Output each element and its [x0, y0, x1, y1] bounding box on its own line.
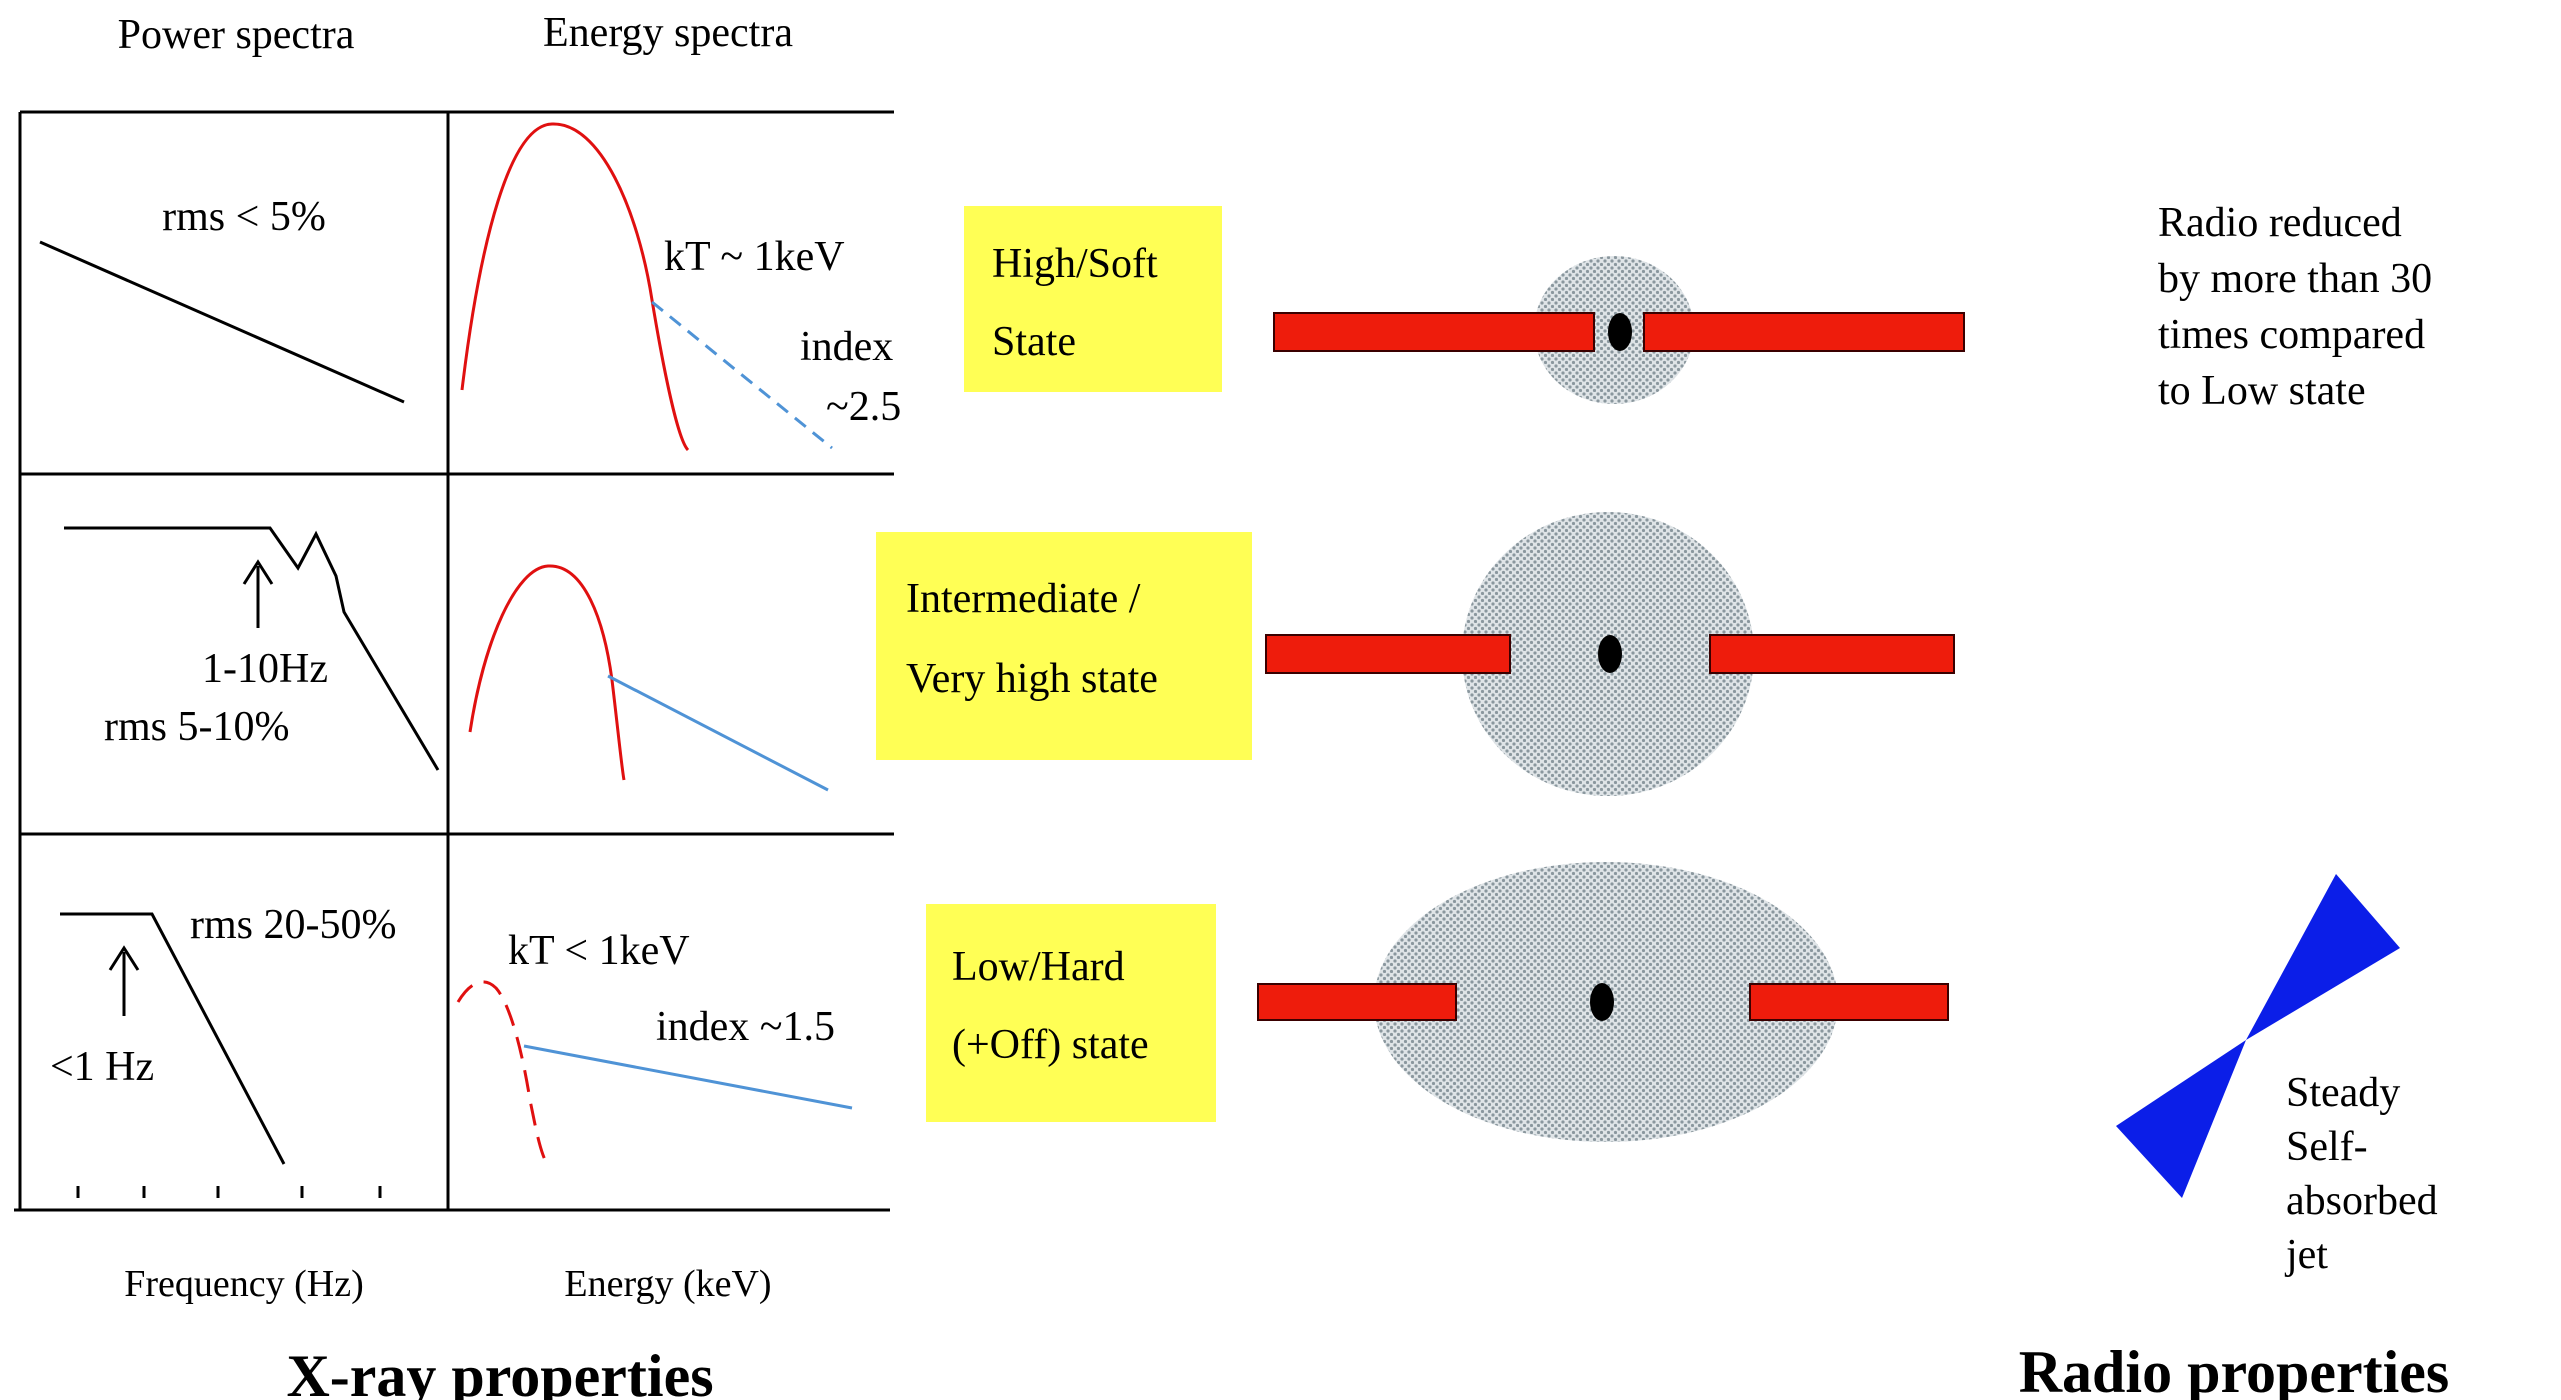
jet-upper-cone: [2246, 874, 2400, 1040]
power-spectra-header: Power spectra: [118, 12, 355, 58]
high-energy-kt-label: kT ~ 1keV: [664, 234, 845, 280]
low-black-hole: [1590, 983, 1614, 1021]
frequency-ticks: [76, 1186, 382, 1198]
jet-note: Steady Self- absorbed jet: [2284, 1070, 2438, 1278]
jet-note-line: jet: [2284, 1232, 2328, 1278]
energy-axis-label: Energy (keV): [564, 1263, 771, 1305]
intermediate-disk-left: [1265, 634, 1511, 674]
jet-lower-cone: [2116, 1040, 2246, 1198]
xray-properties-title: X-ray properties: [286, 1343, 713, 1400]
high-radio-note: Radio reduced by more than 30 times comp…: [2158, 200, 2432, 414]
break-arrow: [108, 945, 140, 1016]
break-frequency-label: <1 Hz: [50, 1044, 154, 1090]
spectra-grid: [14, 110, 894, 1212]
energy-spectra-header: Energy spectra: [543, 10, 793, 56]
low-state-box: [926, 904, 1216, 1122]
low-disk-left: [1257, 983, 1457, 1021]
radio-note-line: by more than 30: [2158, 256, 2432, 302]
low-state-label-line1: Low/Hard: [952, 944, 1125, 990]
frequency-axis-label: Frequency (Hz): [124, 1263, 364, 1305]
jet-note-line: Steady: [2286, 1070, 2400, 1116]
high-black-hole: [1608, 313, 1632, 351]
intermediate-powerlaw-line: [607, 674, 829, 792]
qpo-frequency-label: 1-10Hz: [202, 646, 328, 692]
low-energy-kt-label: kT < 1keV: [508, 928, 690, 974]
high-power-spectrum-line: [39, 240, 405, 404]
intermediate-state-label-line2: Very high state: [906, 656, 1158, 702]
low-powerlaw-line: [523, 1044, 853, 1110]
high-powerlaw-line: [651, 300, 833, 450]
low-state-label-line2: (+Off) state: [952, 1022, 1149, 1068]
low-power-rms-label: rms 20-50%: [190, 902, 396, 948]
low-blackbody-curve: [456, 980, 548, 1163]
jet-note-line: Self-: [2286, 1124, 2368, 1170]
high-energy-index-value: ~2.5: [826, 384, 901, 430]
qpo-arrow: [242, 559, 274, 628]
intermediate-power-spectrum-line: [64, 526, 440, 771]
row-high-soft: rms < 5% kT ~ 1keV index ~2.5 High/Soft …: [39, 122, 2432, 452]
high-state-box: [964, 206, 1222, 392]
low-power-spectrum-line: [60, 912, 286, 1165]
intermediate-black-hole: [1598, 635, 1622, 673]
high-state-label-line2: State: [992, 319, 1076, 365]
high-disk-right: [1643, 312, 1965, 352]
high-blackbody-curve: [460, 122, 690, 452]
intermediate-power-rms-label: rms 5-10%: [104, 704, 289, 750]
intermediate-disk-right: [1709, 634, 1955, 674]
row-low-hard: rms 20-50% <1 Hz kT < 1keV index ~1.5 Lo…: [50, 862, 2438, 1278]
radio-note-line: to Low state: [2158, 368, 2366, 414]
intermediate-blackbody-curve: [468, 564, 626, 781]
high-power-rms-label: rms < 5%: [162, 194, 326, 240]
high-energy-index-label: index: [800, 324, 893, 370]
intermediate-state-label-line1: Intermediate /: [906, 576, 1141, 622]
radio-properties-title: Radio properties: [2019, 1339, 2450, 1400]
row-intermediate: 1-10Hz rms 5-10% Intermediate / Very hig…: [64, 512, 1955, 796]
radio-note-line: times compared: [2158, 312, 2425, 358]
high-disk-left: [1273, 312, 1595, 352]
low-disk-right: [1749, 983, 1949, 1021]
high-state-label-line1: High/Soft: [992, 241, 1158, 287]
radio-note-line: Radio reduced: [2158, 200, 2402, 246]
jet-note-line: absorbed: [2286, 1178, 2438, 1224]
low-energy-index-label: index ~1.5: [656, 1004, 835, 1050]
intermediate-state-box: [876, 532, 1252, 760]
